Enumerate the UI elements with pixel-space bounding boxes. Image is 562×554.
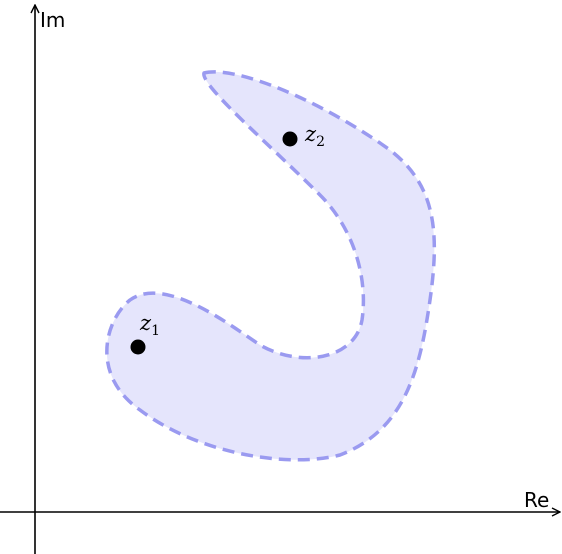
point-z2-subscript: 2 bbox=[316, 134, 325, 150]
point-z1-label: z1 bbox=[139, 311, 160, 339]
point-z2-label: z2 bbox=[304, 122, 325, 150]
real-axis-label: Re bbox=[524, 488, 549, 512]
imaginary-axis-label: Im bbox=[40, 8, 65, 32]
point-z2-name: z bbox=[304, 122, 317, 146]
point-z2 bbox=[282, 131, 298, 147]
shaded-region bbox=[105, 70, 437, 462]
point-z1-subscript: 1 bbox=[151, 323, 160, 339]
point-z1-name: z bbox=[139, 311, 152, 335]
point-z1 bbox=[130, 339, 146, 355]
